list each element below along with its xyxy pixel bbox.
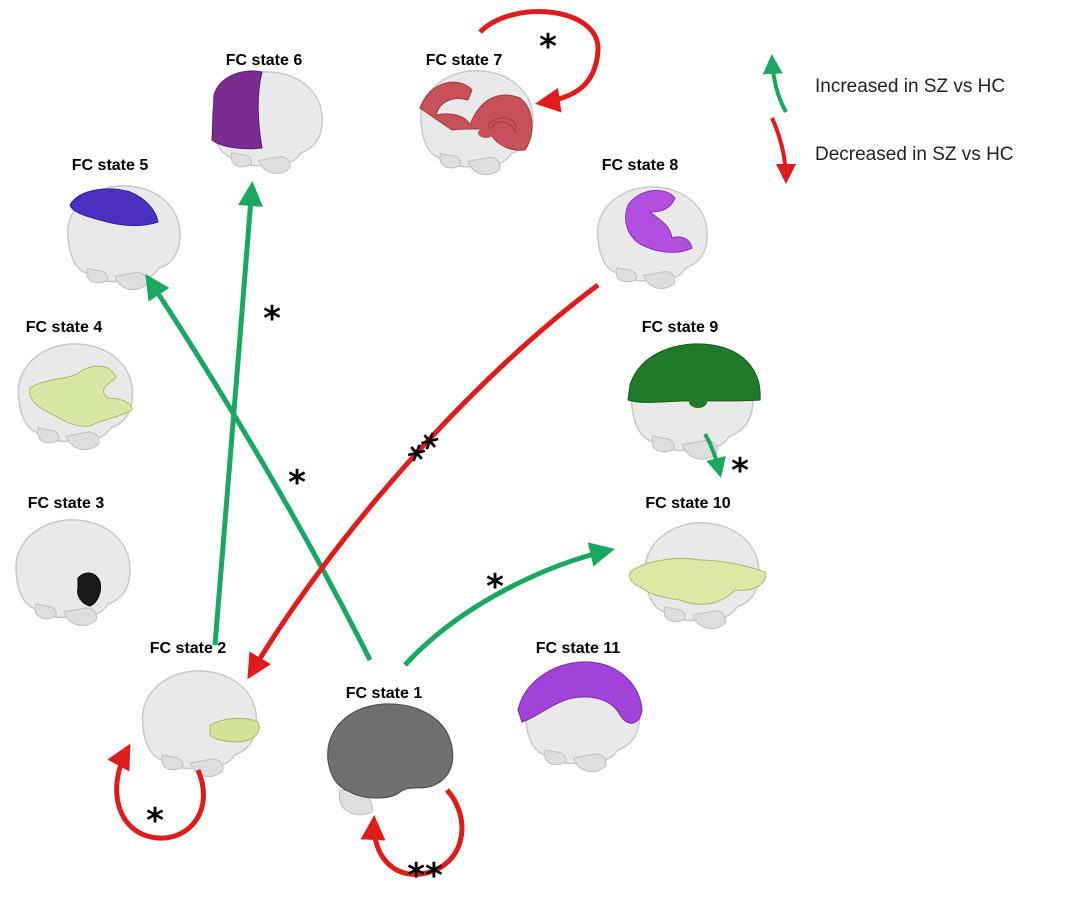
significance-loop-state1: ** — [407, 856, 443, 896]
label-state-6: FC state 6 — [226, 52, 303, 69]
region-state-1 — [327, 703, 454, 799]
legend-increased-label: Increased in SZ vs HC — [815, 76, 1005, 97]
significance-state1-to-state5: * — [288, 463, 306, 503]
brain-state-2 — [141, 670, 260, 778]
region-state-2 — [209, 717, 260, 743]
self-loop-state1 — [360, 788, 465, 877]
label-state-10: FC state 10 — [645, 495, 730, 512]
label-state-3: FC state 3 — [28, 495, 105, 512]
region-state-11 — [517, 661, 643, 724]
region-state-9-small — [689, 396, 707, 408]
brain-state-6 — [211, 70, 323, 175]
label-state-11: FC state 11 — [536, 640, 621, 657]
significance-state1-to-state10: * — [486, 567, 504, 607]
label-state-4: FC state 4 — [26, 319, 103, 336]
significance-loop-state2: * — [146, 801, 164, 841]
region-state-4 — [29, 365, 133, 427]
significance-state2-to-state6: * — [263, 299, 281, 339]
significance-loop-state7: * — [539, 27, 557, 67]
region-state-9 — [627, 343, 761, 403]
region-state-8 — [625, 189, 693, 253]
self-loop-state2 — [107, 743, 206, 841]
significance-state9-to-state10: * — [731, 451, 749, 491]
brain-state-3 — [15, 519, 131, 627]
brain-state-5 — [67, 184, 181, 291]
significance-state8-to-state2: ** — [401, 425, 454, 479]
brain-state-10 — [629, 522, 766, 630]
arrow-state1-to-state10 — [403, 542, 615, 667]
self-loop-state7 — [478, 9, 601, 113]
region-state-5 — [69, 188, 159, 227]
label-state-2: FC state 2 — [150, 640, 227, 657]
arrow-state9-to-state10 — [703, 432, 726, 478]
region-state-7 — [419, 81, 533, 151]
label-state-8: FC state 8 — [602, 157, 679, 174]
region-state-6 — [211, 70, 263, 150]
region-state-10 — [629, 558, 766, 605]
arrow-state8-to-state2 — [247, 282, 600, 680]
label-state-9: FC state 9 — [642, 319, 719, 336]
brain-state-4 — [17, 343, 134, 451]
region-state-7-small — [478, 128, 494, 138]
legend-decreased-arrow — [770, 117, 796, 184]
label-state-1: FC state 1 — [346, 685, 423, 702]
arrow-state2-to-state6 — [212, 181, 263, 646]
label-state-5: FC state 5 — [72, 157, 149, 174]
brain-state-7 — [419, 69, 534, 176]
legend-increased-arrow — [762, 54, 788, 113]
region-state-3 — [77, 572, 101, 607]
brain-state-9 — [627, 343, 761, 460]
brain-state-8 — [596, 186, 708, 290]
arrow-state1-to-state5 — [145, 273, 373, 662]
legend-decreased-label: Decreased in SZ vs HC — [815, 144, 1014, 165]
brain-state-11 — [517, 661, 643, 773]
label-state-7: FC state 7 — [426, 52, 503, 69]
brain-state-1 — [327, 703, 454, 816]
